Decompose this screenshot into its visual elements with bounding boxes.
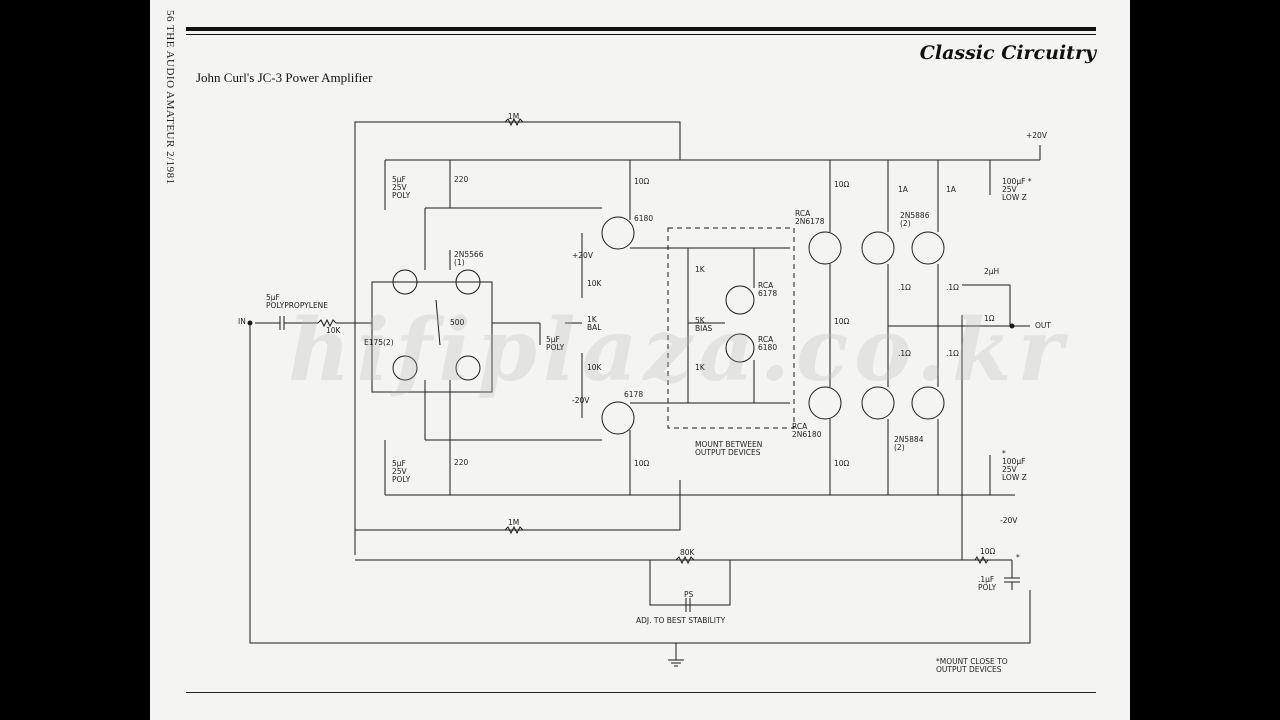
magazine-page: 56 THE AUDIO AMATEUR 2/1981 Classic Circ… xyxy=(150,0,1130,720)
label-pos20-top: +20V xyxy=(1026,131,1047,140)
bias-network xyxy=(667,227,795,429)
label-cap-mid: 5μF POLY xyxy=(546,335,565,352)
label-out: OUT xyxy=(1035,321,1051,330)
label-10ohm-a: 10Ω xyxy=(634,177,650,186)
label-01ohm-c: .1Ω xyxy=(898,283,911,292)
label-pot-1k-bal: 1K BAL xyxy=(587,315,602,332)
label-01ohm-f: .1Ω xyxy=(946,349,959,358)
label-1m-top: 1M xyxy=(508,112,520,121)
label-cap-01-poly: .1μF POLY xyxy=(978,575,997,592)
label-220-bottom: 220 xyxy=(454,458,469,467)
label-q-rca6180-bias: RCA 6180 xyxy=(758,335,778,352)
label-80k: 80K xyxy=(680,548,695,557)
label-10ohm-e: 10Ω xyxy=(834,459,850,468)
label-1k-bottom: 1K xyxy=(695,363,705,372)
label-220-top: 220 xyxy=(454,175,469,184)
label-q-2n5884: 2N5884 (2) xyxy=(894,435,924,452)
label-10ohm-b: 10Ω xyxy=(634,459,650,468)
label-q-rca6178-bias: RCA 6178 xyxy=(758,281,778,298)
label-10ohm-out: 10Ω xyxy=(980,547,996,556)
label-pot-500: 500 xyxy=(450,318,465,327)
bottom-rule xyxy=(186,692,1096,693)
label-10k-input: 10K xyxy=(326,326,341,335)
supply-rails xyxy=(384,145,1041,496)
label-footnote: *MOUNT CLOSE TO OUTPUT DEVICES xyxy=(936,657,1008,674)
label-10ohm-d: 10Ω xyxy=(834,317,850,326)
label-1a-a: 1A xyxy=(898,185,908,194)
label-adj-note: ADJ. TO BEST STABILITY xyxy=(636,616,726,625)
label-asterisk: * xyxy=(1016,553,1020,562)
article-title: John Curl's JC-3 Power Amplifier xyxy=(196,70,373,85)
label-cap-100-bottom: * 100μF 25V LOW Z xyxy=(1002,449,1027,482)
watermark: hifiplaza.co.kr xyxy=(288,300,1069,401)
top-rule-thick xyxy=(186,27,1096,31)
label-1k-top: 1K xyxy=(695,265,705,274)
label-01ohm-d: .1Ω xyxy=(946,283,959,292)
label-neg20-bot: -20V xyxy=(1000,516,1018,525)
label-neg20-mid: -20V xyxy=(572,396,590,405)
resistor-1m-top xyxy=(504,117,524,127)
label-mount-note: MOUNT BETWEEN OUTPUT DEVICES xyxy=(695,440,763,457)
ground-symbol xyxy=(668,659,684,667)
driver-stage xyxy=(425,160,790,495)
label-q-6178: 6178 xyxy=(624,390,644,399)
schematic-diagram xyxy=(247,117,1041,667)
output-stage xyxy=(808,160,1030,495)
input-stage xyxy=(255,316,372,330)
label-pos20-mid: +20V xyxy=(572,251,593,260)
label-1a-b: 1A xyxy=(946,185,956,194)
label-q-rca-2n6180: RCA 2N6180 xyxy=(792,422,822,439)
label-q-rca-2n6178: RCA 2N6178 xyxy=(795,209,825,226)
label-in: IN xyxy=(238,317,246,326)
label-q-2n5566: 2N5566 (1) xyxy=(454,250,484,267)
ps-capacitor xyxy=(650,598,730,612)
label-cap-100-top: 100μF * 25V LOW Z xyxy=(1002,177,1032,202)
label-cap-top-left: 5μF 25V POLY xyxy=(392,175,411,200)
label-inductor: 2μH xyxy=(984,267,1000,276)
resistor-80k xyxy=(675,555,695,565)
label-q-6180: 6180 xyxy=(634,214,654,223)
label-1m-bottom: 1M xyxy=(508,518,520,527)
resistor-10-out xyxy=(974,555,989,565)
label-cap-input: 5μF POLYPROPYLENE xyxy=(266,293,329,310)
zobel-capacitor xyxy=(1004,560,1020,590)
feedback-wires xyxy=(249,121,1031,660)
jfet-input-quad xyxy=(371,208,540,440)
resistor-1m-bottom xyxy=(504,525,524,535)
top-rule-thin xyxy=(186,34,1096,35)
label-01ohm-e: .1Ω xyxy=(898,349,911,358)
input-node xyxy=(247,320,253,326)
label-10k-top: 10K xyxy=(587,279,602,288)
label-cap-bottom-left: 5μF 25V POLY xyxy=(392,459,411,484)
label-q-2n5886: 2N5886 (2) xyxy=(900,211,930,228)
section-title: Classic Circuitry xyxy=(919,42,1096,64)
label-1ohm-out: 1Ω xyxy=(984,314,995,323)
label-pot-5k-bias: 5K BIAS xyxy=(695,316,713,333)
label-ps: PS xyxy=(684,590,694,599)
output-node xyxy=(1009,323,1015,329)
label-q-e175: E175(2) xyxy=(364,338,394,347)
label-10k-bottom: 10K xyxy=(587,363,602,372)
label-10ohm-c: 10Ω xyxy=(834,180,850,189)
